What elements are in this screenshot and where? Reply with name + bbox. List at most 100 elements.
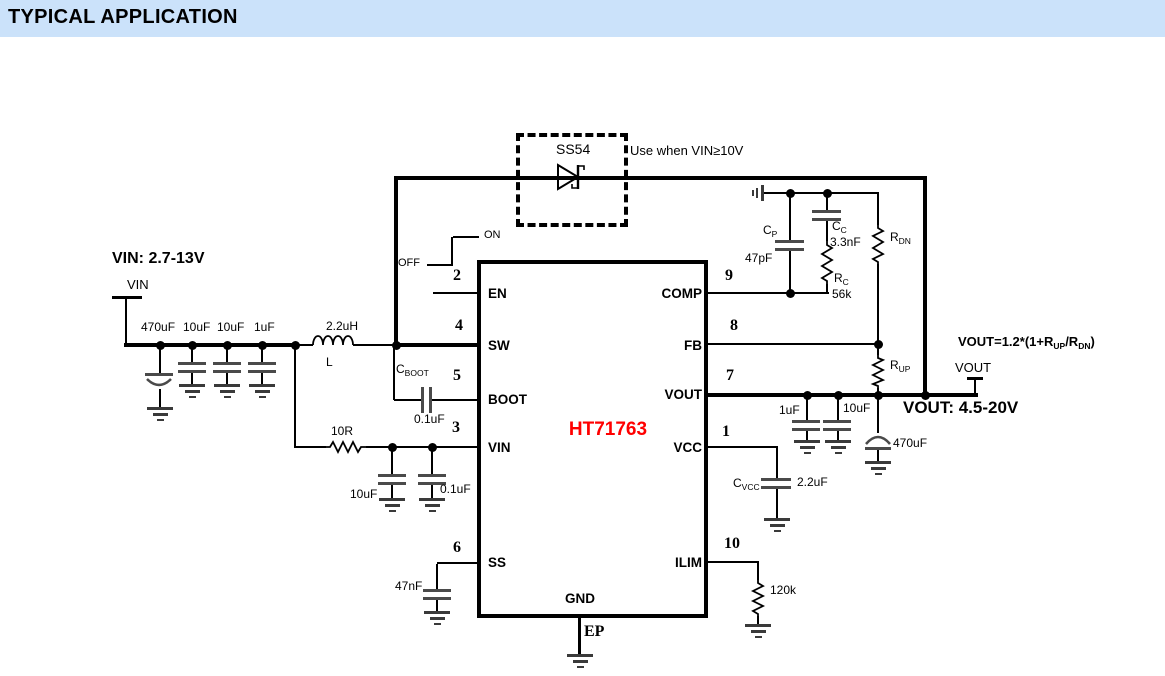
wire <box>432 446 477 448</box>
wire <box>708 393 978 397</box>
cvcc-value: 2.2uF <box>797 475 828 489</box>
wire <box>708 561 759 563</box>
junction-dot <box>822 188 832 198</box>
pin-label-ep: EP <box>584 623 605 640</box>
junction-dot <box>920 390 930 400</box>
ground-icon <box>378 498 406 512</box>
junction-dot <box>391 340 401 350</box>
wire <box>877 450 879 461</box>
junction-dot <box>873 339 883 349</box>
capacitor <box>213 362 241 373</box>
wire <box>393 347 395 400</box>
wire <box>763 192 879 194</box>
input-range-label: VIN: 2.7-13V <box>112 250 205 267</box>
ss-cap-value: 47nF <box>395 579 423 593</box>
wire <box>806 396 808 420</box>
pin-number: 5 <box>453 367 461 384</box>
ilim-res-value: 120k <box>770 583 797 597</box>
section-banner: TYPICAL APPLICATION <box>0 0 1165 37</box>
wire <box>159 347 161 373</box>
vout-terminal-label: VOUT <box>955 360 992 375</box>
cap-value: 10uF <box>217 320 245 334</box>
wire <box>923 176 927 395</box>
resistor-rc <box>820 241 834 285</box>
pin-label-boot: BOOT <box>488 392 527 407</box>
ground-icon <box>744 624 772 638</box>
cap-value: 10uF <box>183 320 211 334</box>
wire <box>789 251 791 293</box>
wire <box>124 343 297 347</box>
cap-value: 1uF <box>254 320 275 334</box>
rup-ref: RUP <box>890 358 911 374</box>
junction-dot <box>387 442 397 452</box>
ground-icon <box>146 407 174 421</box>
wire <box>366 446 392 448</box>
wire <box>837 431 839 440</box>
wire <box>437 562 477 564</box>
capacitor <box>792 420 820 431</box>
switch-on-label: ON <box>484 229 501 241</box>
wire <box>353 344 394 346</box>
diode-note: Use when VIN≥10V <box>630 143 744 158</box>
rdn-ref: RDN <box>890 230 911 246</box>
cc-value: 3.3nF <box>830 235 861 249</box>
cap-value: 470uF <box>141 320 176 334</box>
wire <box>261 373 263 384</box>
wire <box>877 346 879 355</box>
polarized-capacitor <box>146 378 172 387</box>
resistor-120k <box>750 580 766 618</box>
pin-label-en: EN <box>488 286 507 301</box>
wire <box>708 343 879 345</box>
wire <box>391 448 393 474</box>
wire <box>433 292 477 294</box>
wire <box>394 176 927 180</box>
wire <box>296 344 313 346</box>
resistor-rup <box>870 355 886 389</box>
optional-diode-box <box>516 133 628 227</box>
wire <box>826 194 828 210</box>
ground-icon <box>763 518 791 532</box>
pin-number: 3 <box>452 419 460 436</box>
inductor-coil <box>312 335 354 346</box>
cboot-ref: CBOOT <box>396 362 429 378</box>
capacitor-plate <box>145 373 173 376</box>
ground-icon <box>248 384 276 398</box>
capacitor <box>248 362 276 373</box>
cap-value: 10uF <box>350 487 378 501</box>
pin-label-fb: FB <box>684 338 702 353</box>
wire <box>436 564 438 589</box>
ground-icon <box>824 440 852 454</box>
ground-icon <box>213 384 241 398</box>
wire <box>708 446 778 448</box>
wire <box>261 347 263 362</box>
page-title: TYPICAL APPLICATION <box>8 6 238 28</box>
pin-number: 9 <box>725 267 733 284</box>
wire <box>826 221 828 241</box>
junction-dot <box>290 340 300 350</box>
wire <box>191 347 193 362</box>
schottky-diode-icon <box>557 163 585 191</box>
wire <box>578 618 581 654</box>
inductor-value: 2.2uH <box>326 319 359 333</box>
wire <box>757 616 759 624</box>
wire <box>431 448 433 474</box>
cboot-value: 0.1uF <box>414 412 445 426</box>
wire <box>391 485 393 498</box>
junction-dot <box>873 390 883 400</box>
resistor-value: 10R <box>331 424 354 438</box>
ground-icon <box>752 190 754 196</box>
capacitor <box>178 362 206 373</box>
ground-icon <box>423 611 451 625</box>
wire <box>877 194 879 225</box>
cp-value: 47pF <box>745 251 773 265</box>
junction-dot <box>427 442 437 452</box>
capacitor <box>761 478 791 489</box>
vout-formula: VOUT=1.2*(1+RUP/RDN) <box>958 334 1095 351</box>
wire <box>295 446 326 448</box>
wire <box>394 343 477 347</box>
pin-label-vout: VOUT <box>664 387 702 402</box>
ground-icon <box>418 498 446 512</box>
cc-ref: CC <box>832 219 847 235</box>
wire <box>432 399 477 401</box>
